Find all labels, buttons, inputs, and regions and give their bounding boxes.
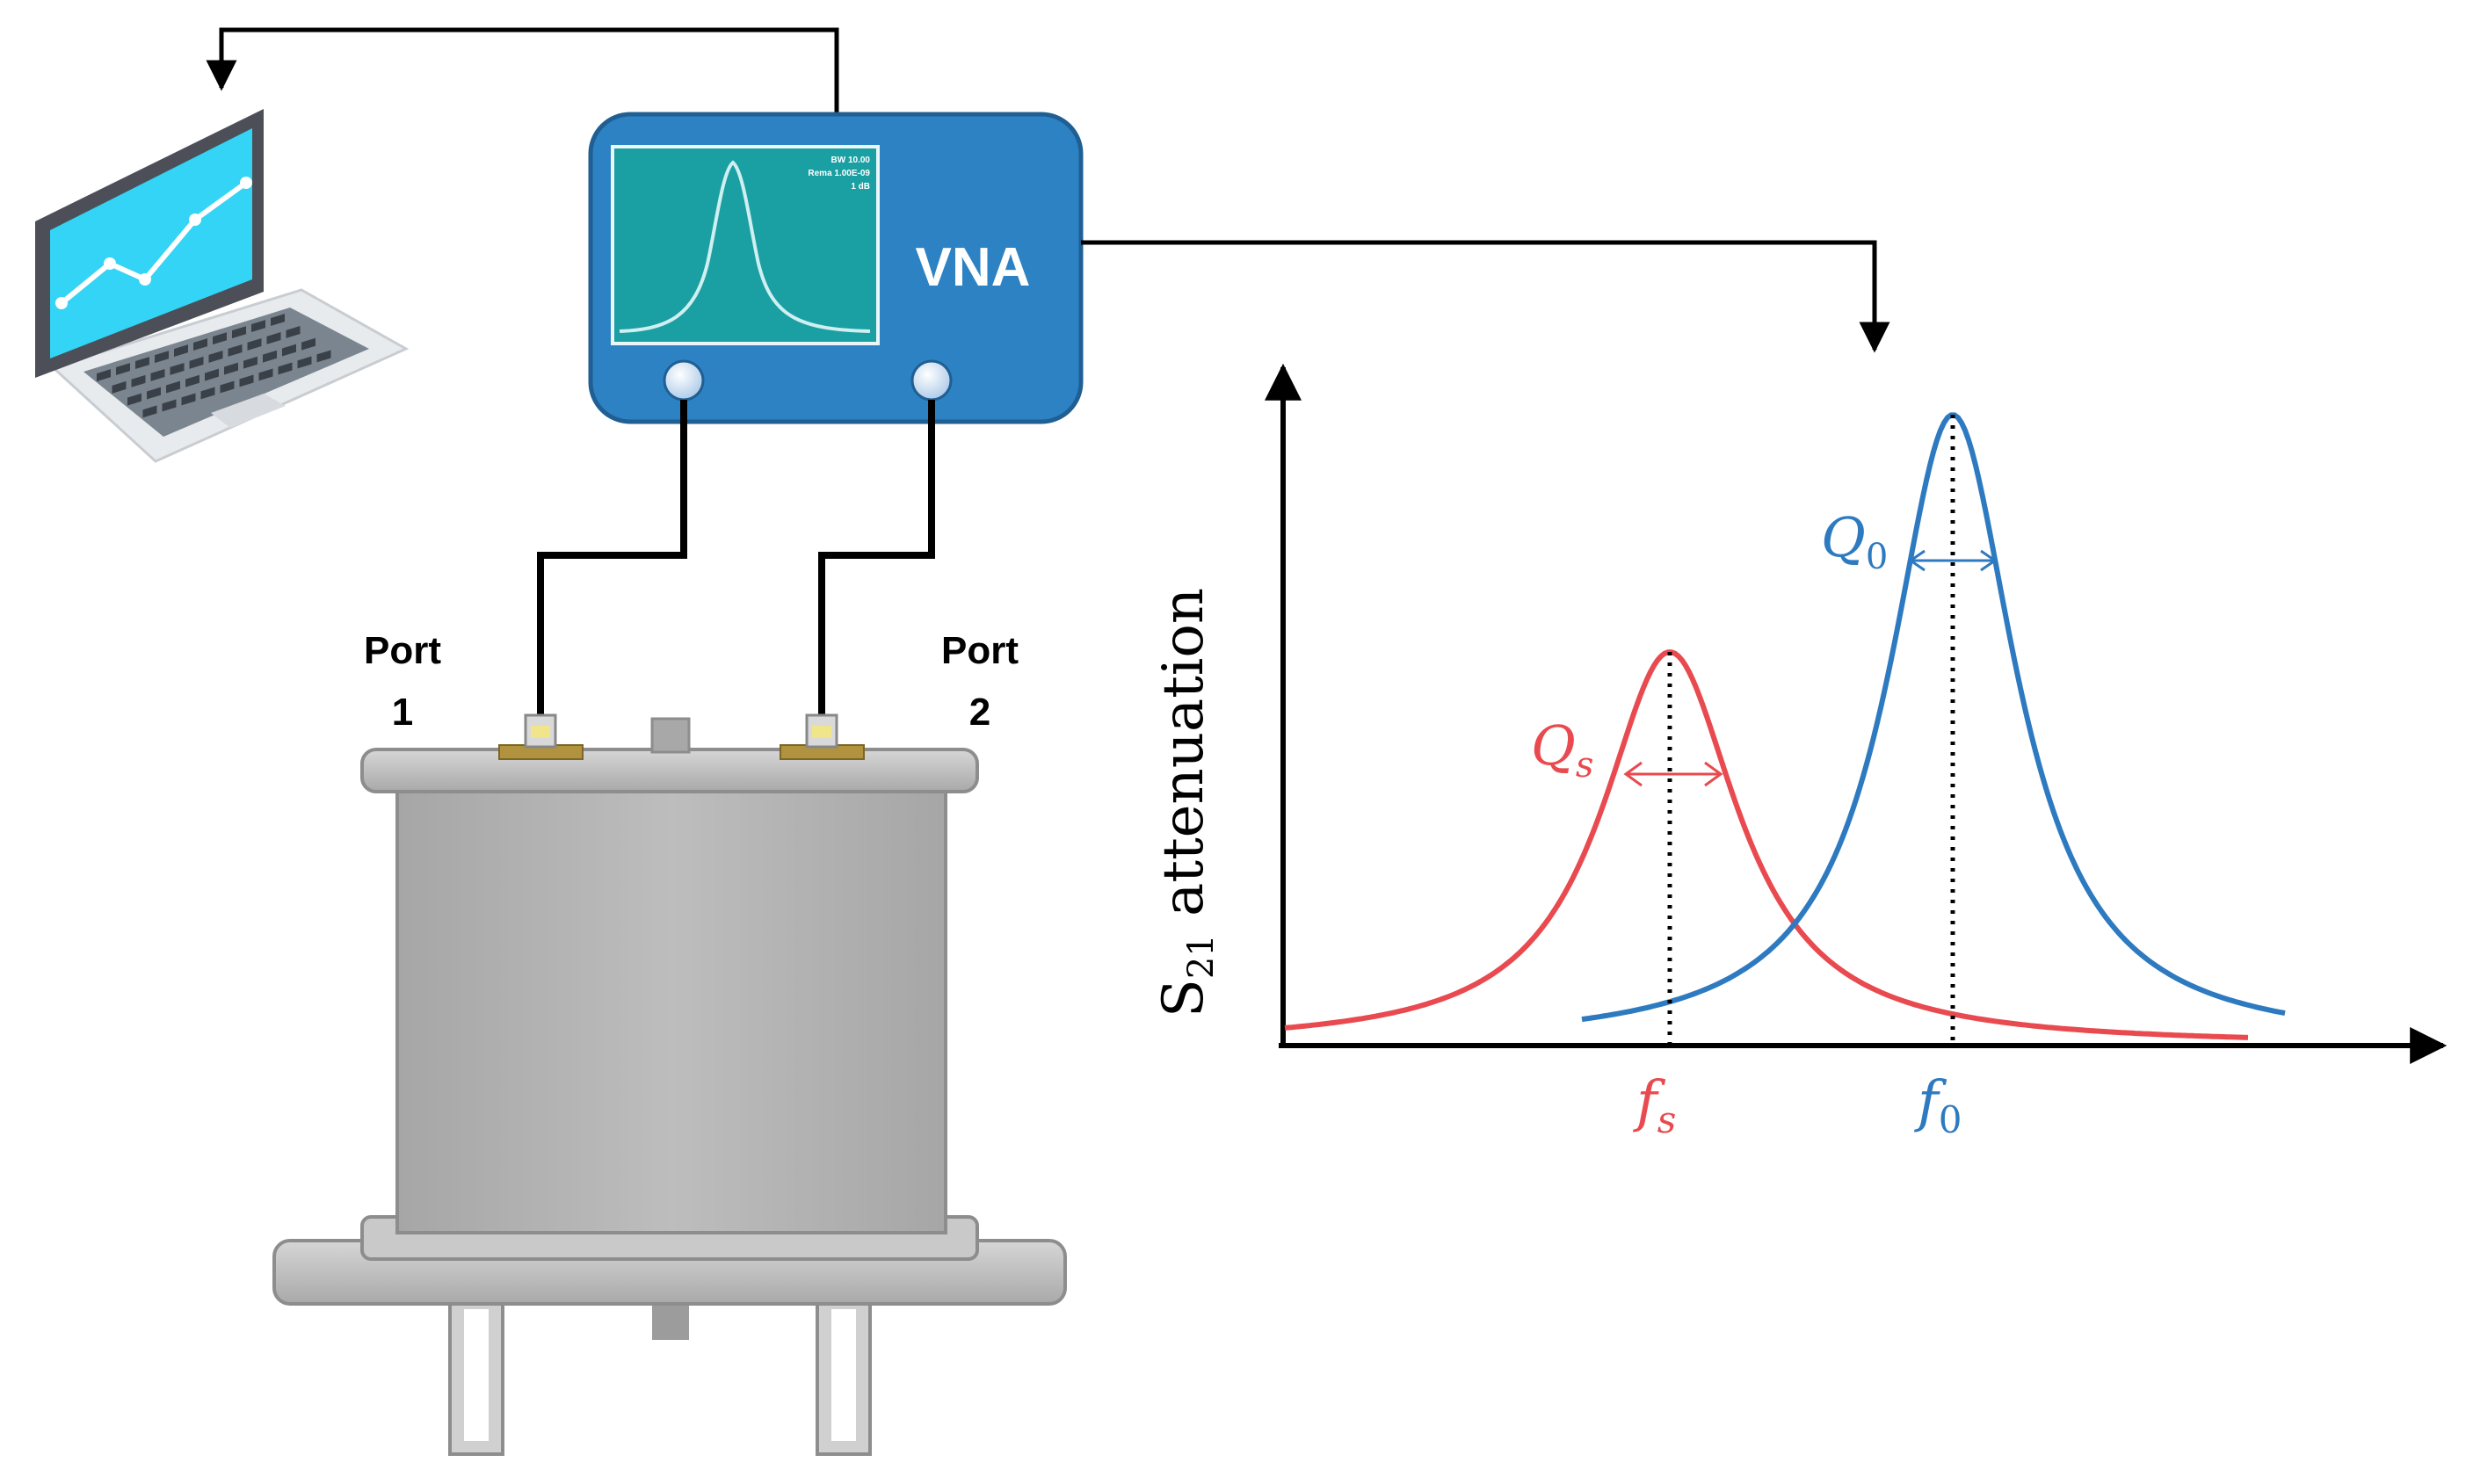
keyboard-key [301,337,316,351]
keyboard-key [162,399,177,412]
keyboard-key [286,325,301,338]
keyboard-key [208,350,223,363]
keyboard-icon [97,314,331,418]
keyboard-key [116,363,130,376]
keyboard-key [127,393,141,406]
keyboard-key [181,393,196,406]
keyboard-key [150,368,165,381]
y-axis-label: S21 attenuation [1151,588,1222,1017]
keyboard-key [266,332,281,344]
vna-screen-line: Rema 1.00E-09 [808,169,870,178]
vna-to-chart-arrow [1081,240,1890,353]
sample-resonance-curve [1284,649,2249,1040]
keyboard-key [135,357,149,370]
keyboard-key [316,350,331,363]
keyboard-key [243,356,257,369]
keyboard-key [170,362,185,375]
qs-bandwidth-arrow [1623,761,1723,787]
keyboard-key [224,362,238,375]
keyboard-key [142,405,157,418]
keyboard-key [200,387,215,400]
f0-tick-label: f0 [1914,1069,1962,1141]
vna-port-2-knob [910,359,953,402]
vna-instrument: BW 10.00 Rema 1.00E-09 1 dB VNA [588,112,1084,424]
keyboard-key [297,356,312,369]
fs-tick-label: fs [1633,1069,1676,1141]
port-2-number: 2 [969,691,990,734]
keyboard-key [239,374,254,387]
keyboard-key [228,344,243,357]
keyboard-key [251,320,265,333]
laptop-screen [50,128,252,358]
port-1-connector [498,713,584,760]
keyboard-key [131,374,146,387]
port-1-cable [537,400,687,716]
vna-to-laptop-cable [206,27,839,112]
q0-bandwidth-arrow [1908,549,1998,572]
keyboard-key [193,338,207,351]
port-2-cable [818,400,935,716]
keyboard-key [220,380,235,394]
keyboard-key [258,368,273,381]
keyboard-key [205,368,219,381]
keyboard-key [189,356,204,369]
empty-resonance-curve [1581,412,2286,1023]
keyboard-key [155,351,169,364]
keyboard-key [232,326,246,339]
keyboard-key [282,344,296,357]
laptop-icon [35,109,410,463]
keyboard-key [97,369,111,382]
resonance-chart: S21 attenuation Qs Q0 fs f0 [1151,363,2448,1141]
port-1-label: Port [364,629,441,672]
keyboard-key [271,314,285,327]
resonator-cavity [272,713,1067,1456]
keyboard-key [147,387,161,400]
vna-port-1-knob [663,359,705,402]
vna-screen-line: 1 dB [851,182,870,192]
keyboard-key [263,350,277,363]
vna-label: VNA [916,237,1031,298]
port-2-connector [780,713,865,760]
keyboard-key [174,344,188,358]
keyboard-key [166,380,180,394]
keyboard-key [247,337,262,351]
keyboard-key [278,362,293,375]
keyboard-key [213,332,227,345]
port-2-label: Port [941,629,1019,672]
vna-screen [611,145,880,345]
qs-label: Qs [1531,713,1593,785]
q0-label: Q0 [1821,505,1888,577]
keyboard-key [185,374,199,387]
port-1-number: 1 [392,691,413,734]
vna-screen-line: BW 10.00 [831,156,871,165]
keyboard-key [112,380,127,394]
